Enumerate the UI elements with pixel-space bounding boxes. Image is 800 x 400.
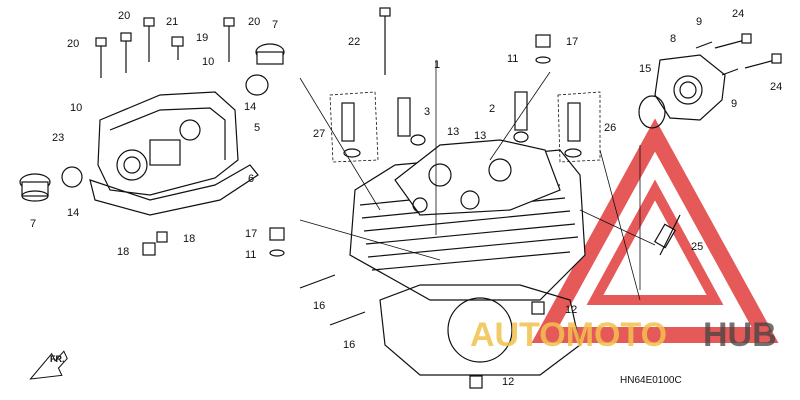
insulator-o-ring bbox=[638, 95, 666, 129]
callout-3: 3 bbox=[424, 106, 430, 118]
callout-17: 17 bbox=[566, 36, 578, 48]
valve-guide-kit-27 bbox=[329, 91, 379, 163]
o-ring-left bbox=[61, 166, 83, 188]
callout-6: 6 bbox=[248, 173, 254, 185]
diagram-code: HN64E0100C bbox=[620, 375, 682, 386]
front-direction-arrow: FR. bbox=[29, 350, 68, 380]
watermark-brand-part1: AUTOMOTO bbox=[470, 316, 667, 354]
callout-7: 7 bbox=[30, 218, 36, 230]
callout-11: 11 bbox=[507, 53, 518, 65]
callout-21: 21 bbox=[166, 16, 178, 28]
callout-20: 20 bbox=[118, 10, 130, 22]
cylinder-head-gasket bbox=[379, 284, 581, 376]
studs-right bbox=[695, 41, 739, 76]
callout-7: 7 bbox=[272, 19, 278, 31]
bolts-right bbox=[714, 33, 782, 69]
tappet-cap-top bbox=[255, 43, 285, 65]
callout-11: 11 bbox=[245, 249, 256, 261]
callout-17: 17 bbox=[245, 228, 257, 240]
callout-19: 19 bbox=[196, 32, 208, 44]
callout-24: 24 bbox=[732, 8, 744, 20]
stud-16-lower bbox=[329, 311, 366, 326]
callout-13: 13 bbox=[474, 130, 486, 142]
leader-lines bbox=[299, 60, 656, 301]
dowel-pins-left bbox=[142, 231, 168, 256]
bolts-left bbox=[95, 17, 235, 78]
callout-12: 12 bbox=[565, 304, 577, 316]
callout-1: 1 bbox=[434, 59, 440, 71]
callout-15: 15 bbox=[639, 63, 651, 75]
valve-guide-kit-26 bbox=[557, 91, 601, 163]
carburetor-insulator bbox=[654, 54, 726, 121]
callout-18: 18 bbox=[117, 246, 129, 258]
callout-2: 2 bbox=[489, 103, 495, 115]
cylinder-head bbox=[349, 139, 586, 301]
callout-14: 14 bbox=[244, 101, 256, 113]
callout-12: 12 bbox=[502, 376, 514, 388]
callout-10: 10 bbox=[202, 56, 214, 68]
o-ring-top bbox=[245, 74, 269, 96]
callout-14: 14 bbox=[67, 207, 79, 219]
valve-guide-2 bbox=[513, 91, 529, 143]
oil-filler-cap-left bbox=[19, 173, 51, 202]
callout-9: 9 bbox=[696, 16, 702, 28]
callout-16: 16 bbox=[313, 300, 325, 312]
callout-20: 20 bbox=[248, 16, 260, 28]
callout-16: 16 bbox=[343, 339, 355, 351]
callout-25: 25 bbox=[691, 241, 703, 253]
callout-18: 18 bbox=[183, 233, 195, 245]
stud-16-upper bbox=[299, 274, 336, 289]
spark-plug bbox=[653, 214, 681, 256]
callout-27: 27 bbox=[313, 128, 325, 140]
callout-10: 10 bbox=[70, 102, 82, 114]
head-cover bbox=[97, 91, 239, 196]
stud-bolt-long bbox=[379, 7, 391, 75]
dowel-12-upper bbox=[531, 301, 545, 315]
callout-24: 24 bbox=[770, 81, 782, 93]
valve-guide-3 bbox=[397, 97, 426, 146]
callout-8: 8 bbox=[670, 33, 676, 45]
callout-23: 23 bbox=[52, 132, 64, 144]
watermark-brand-part2: HUB bbox=[703, 316, 777, 354]
callout-20: 20 bbox=[67, 38, 79, 50]
callout-9: 9 bbox=[731, 98, 737, 110]
direction-label: FR. bbox=[50, 354, 65, 364]
dowel-12-lower bbox=[469, 375, 483, 389]
nut-washer-17-mid bbox=[269, 227, 285, 257]
callout-5: 5 bbox=[254, 122, 260, 134]
callout-26: 26 bbox=[604, 122, 616, 134]
callout-13: 13 bbox=[447, 126, 459, 138]
callout-22: 22 bbox=[348, 36, 360, 48]
nut-washer-17-top bbox=[535, 34, 551, 64]
head-cover-gasket bbox=[89, 164, 259, 216]
